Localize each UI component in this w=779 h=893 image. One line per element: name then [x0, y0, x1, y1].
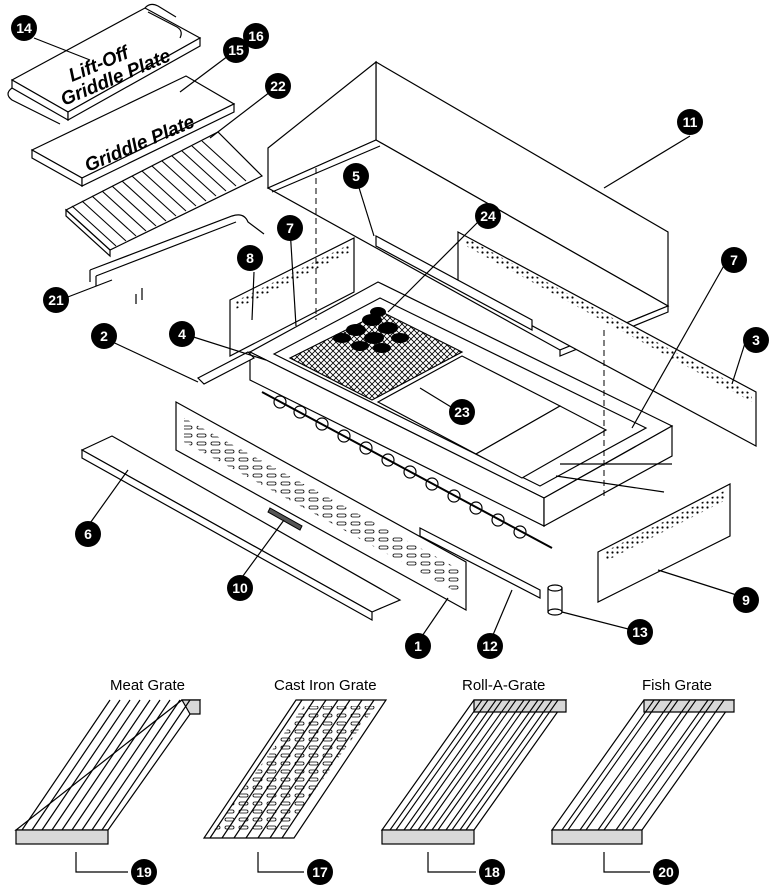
svg-text:5: 5 — [352, 168, 360, 184]
meat-grate: Meat Grate — [14, 677, 202, 845]
svg-text:13: 13 — [632, 624, 648, 640]
svg-text:24: 24 — [480, 208, 496, 224]
svg-text:1: 1 — [414, 638, 422, 654]
svg-text:17: 17 — [312, 864, 328, 880]
svg-text:23: 23 — [454, 404, 470, 420]
callout-13: 13 — [627, 619, 653, 645]
callout-3: 3 — [743, 327, 769, 353]
svg-text:19: 19 — [136, 864, 152, 880]
leg — [547, 584, 563, 616]
callout-24: 24 — [475, 203, 501, 229]
svg-text:16: 16 — [248, 28, 264, 44]
leader-lines — [33, 37, 747, 873]
callout-17: 17 — [307, 859, 333, 885]
callout-19: 19 — [131, 859, 157, 885]
svg-text:15: 15 — [228, 42, 244, 58]
svg-text:7: 7 — [286, 220, 294, 236]
callout-16: 16 — [243, 23, 269, 49]
cast-iron-grate-label: Cast Iron Grate — [274, 677, 377, 694]
callout-7a: 7 — [277, 215, 303, 241]
callout-5: 5 — [343, 163, 369, 189]
roll-a-grate-label: Roll-A-Grate — [462, 677, 545, 694]
grate-support-rod — [89, 214, 265, 304]
callout-10: 10 — [227, 575, 253, 601]
callout-15: 15 — [223, 37, 249, 63]
callout-9: 9 — [733, 587, 759, 613]
svg-text:2: 2 — [100, 328, 108, 344]
cast-iron-grate: Cast Iron Grate — [202, 677, 388, 839]
callout-20: 20 — [653, 859, 679, 885]
svg-text:21: 21 — [48, 292, 64, 308]
callout-1: 1 — [405, 633, 431, 659]
end-panel-right — [597, 483, 731, 603]
svg-text:10: 10 — [232, 580, 248, 596]
svg-text:18: 18 — [484, 864, 500, 880]
fish-grate: Fish Grate — [550, 677, 736, 845]
svg-text:22: 22 — [270, 78, 286, 94]
svg-text:6: 6 — [84, 526, 92, 542]
callout-23: 23 — [449, 399, 475, 425]
callout-14: 14 — [11, 15, 37, 41]
svg-text:3: 3 — [752, 332, 760, 348]
front-panel — [175, 400, 467, 612]
callout-4: 4 — [169, 321, 195, 347]
roll-a-grate: Roll-A-Grate — [380, 677, 568, 845]
side-panel-left — [229, 237, 355, 357]
svg-text:12: 12 — [482, 638, 498, 654]
meat-grate-label: Meat Grate — [110, 677, 185, 694]
svg-text:9: 9 — [742, 592, 750, 608]
svg-text:14: 14 — [16, 20, 32, 36]
callout-2: 2 — [91, 323, 117, 349]
rear-rail — [375, 234, 533, 332]
svg-text:20: 20 — [658, 864, 674, 880]
svg-text:7: 7 — [730, 252, 738, 268]
callout-8: 8 — [237, 245, 263, 271]
fish-grate-label: Fish Grate — [642, 677, 712, 694]
callout-11: 11 — [677, 109, 703, 135]
drip-tray — [80, 435, 402, 622]
svg-text:11: 11 — [683, 114, 698, 130]
broiler-grate — [64, 131, 264, 258]
callout-18: 18 — [479, 859, 505, 885]
side-panel-right — [457, 230, 757, 448]
svg-text:4: 4 — [178, 326, 186, 342]
callout-22: 22 — [265, 73, 291, 99]
svg-text:8: 8 — [246, 250, 254, 266]
front-rail — [196, 351, 256, 385]
callout-6: 6 — [75, 521, 101, 547]
callout-12: 12 — [477, 633, 503, 659]
callout-7b: 7 — [721, 247, 747, 273]
callout-21: 21 — [43, 287, 69, 313]
knob-guard — [267, 507, 303, 531]
